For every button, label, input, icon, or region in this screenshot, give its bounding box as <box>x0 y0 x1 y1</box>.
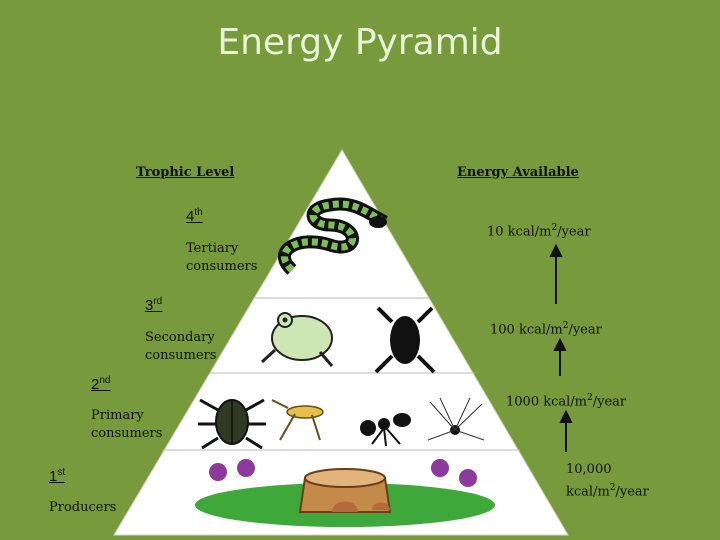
energy-1-value: 10,000 <box>566 462 612 477</box>
level-4-name-line2: consumers <box>186 259 258 274</box>
level-4-name: Tertiary consumers <box>186 240 257 276</box>
level-4-name-line1: Tertiary <box>186 241 239 256</box>
energy-level-3: 100 kcal/m2/year <box>490 317 602 339</box>
energy-1-unit-line: kcal/m2/year <box>566 479 649 501</box>
snake-illustration <box>278 197 388 275</box>
level-2-ordinal: 2nd <box>91 375 110 393</box>
level-1-name-line1: Producers <box>49 500 117 515</box>
energy-2-post: /year <box>592 394 627 410</box>
level-2-name: Primary consumers <box>91 407 162 443</box>
energy-2-unit: 1000 kcal/m <box>506 394 587 410</box>
green-frog-illustration <box>260 312 334 367</box>
energy-3-post: /year <box>568 322 602 338</box>
producers-illustration <box>195 459 495 527</box>
energy-1-exp: 2 <box>609 483 616 493</box>
energy-level-1: 10,000 kcal/m2/year <box>566 461 649 501</box>
energy-arrows <box>549 243 573 452</box>
level-1-name: Producers <box>49 499 116 517</box>
level-3-name-line2: consumers <box>145 348 217 363</box>
level-2-name-line1: Primary <box>91 408 144 423</box>
level-3-number: 3 <box>145 297 154 314</box>
grasshopper-illustration <box>271 399 324 441</box>
energy-2-exp: 2 <box>587 393 593 403</box>
level-3-suffix: rd <box>153 296 163 307</box>
spider-illustration <box>427 397 485 441</box>
energy-level-4: 10 kcal/m2/year <box>487 219 591 241</box>
energy-1-post: /year <box>615 484 649 500</box>
energy-3-unit: 100 kcal/m <box>490 322 563 338</box>
energy-level-2: 1000 kcal/m2/year <box>506 389 626 411</box>
level-2-suffix: nd <box>99 375 111 386</box>
energy-3-exp: 2 <box>562 321 569 331</box>
level-4-ordinal: 4th <box>186 207 203 225</box>
level-1-ordinal: 1st <box>49 467 65 485</box>
page-title: Energy Pyramid <box>217 22 503 63</box>
level-2-name-line2: consumers <box>91 426 163 441</box>
ant-illustration <box>360 413 411 447</box>
energy-4-post: /year <box>557 224 591 240</box>
level-1-number: 1 <box>49 468 58 485</box>
level-3-ordinal: 3rd <box>145 296 162 314</box>
level-3-name-line1: Secondary <box>145 330 215 345</box>
energy-available-header: Energy Available <box>457 165 579 180</box>
beetle-illustration <box>198 398 266 450</box>
level-4-number: 4 <box>186 208 195 225</box>
level-4-suffix: th <box>194 207 203 218</box>
level-2-number: 2 <box>91 376 100 393</box>
energy-1-unit: kcal/m <box>566 484 610 500</box>
black-frog-illustration <box>374 306 436 374</box>
energy-4-exp: 2 <box>551 223 558 233</box>
trophic-level-header: Trophic Level <box>136 165 235 180</box>
level-1-suffix: st <box>57 467 66 478</box>
level-3-name: Secondary consumers <box>145 329 216 365</box>
energy-4-unit: 10 kcal/m <box>487 224 552 240</box>
